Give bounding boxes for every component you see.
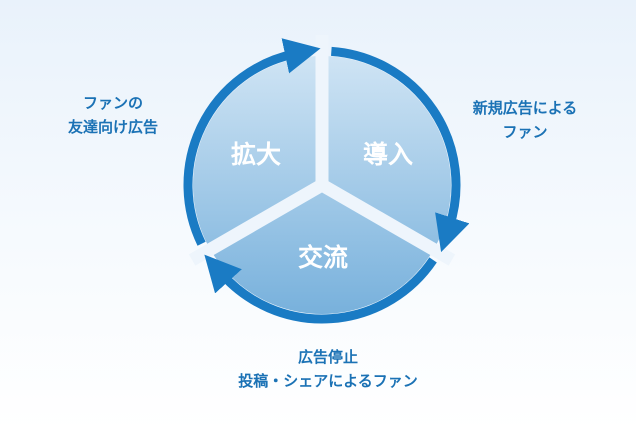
label-expand-line1: ファンの [82,94,144,112]
divider-1 [318,179,456,266]
label-intro-line2: ファン [502,123,548,141]
label-exchange: 広告停止 投稿・シェアによるファン [238,345,418,393]
arrow-arc-expand [183,38,321,246]
label-expand-line2: 友達向け広告 [67,118,159,136]
label-exchange-line2: 投稿・シェアによるファン [238,372,418,390]
label-intro: 新規広告による ファン [473,96,578,144]
segment-intro: 導入 [363,140,413,169]
label-expand: ファンの 友達向け広告 [68,91,158,139]
divider-2 [188,179,326,266]
segment-expand: 拡大 [231,140,281,169]
label-intro-line1: 新規広告による [472,99,578,117]
arrow-arc-exchange [204,254,437,324]
arrow-arc-intro [331,46,470,253]
label-exchange-line1: 広告停止 [297,348,358,366]
segment-dividers [188,35,456,266]
segment-exchange: 交流 [298,243,348,272]
